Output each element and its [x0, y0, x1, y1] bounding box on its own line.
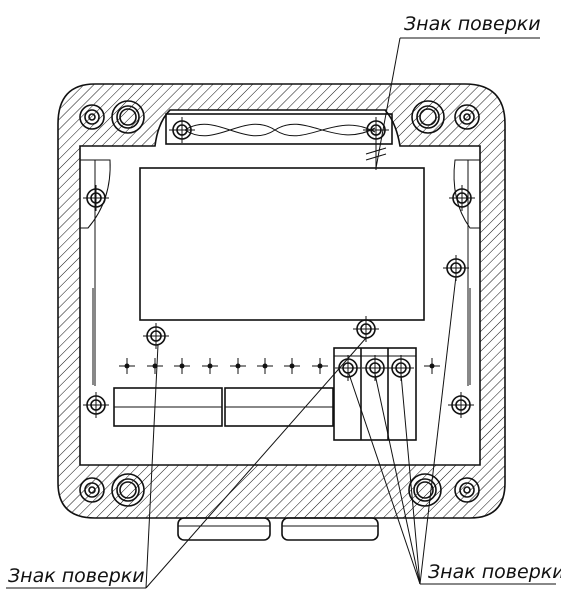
top-right-callout-label: Знак поверки: [404, 13, 541, 35]
bottom-right-callout-label: Знак поверки: [428, 561, 561, 583]
terminal-blocks: [113, 347, 417, 441]
leader-lines: [6, 37, 556, 589]
housing-wall: [57, 83, 506, 519]
display-window: [139, 167, 425, 321]
top-terminal-strip: [165, 113, 393, 170]
bottom-left-callout-label: Знак поверки: [8, 565, 145, 587]
cable-glands: [177, 517, 379, 541]
